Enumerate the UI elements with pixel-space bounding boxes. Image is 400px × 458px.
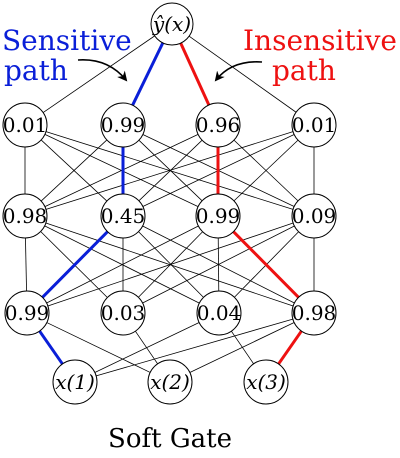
edge xyxy=(46,225,199,304)
edge xyxy=(46,322,151,373)
edge xyxy=(142,225,295,304)
sensitive-arrow xyxy=(77,59,128,82)
layer1-node-1: 0.01 xyxy=(3,113,48,137)
edge xyxy=(40,139,108,202)
output-node: ŷ(x) xyxy=(150,2,194,46)
layer3-node-2: 0.03 xyxy=(101,301,146,325)
sensitive-path-segment xyxy=(38,330,64,365)
network-edges xyxy=(24,35,315,377)
insensitive-label-line1: Insensitive xyxy=(243,24,397,57)
edge xyxy=(94,322,200,373)
sensitive-label-line1: Sensitive xyxy=(2,24,132,57)
sensitive-label-line2: path xyxy=(4,54,68,87)
edge xyxy=(45,131,294,210)
layer-3: 0.99 0.03 0.04 0.98 xyxy=(4,290,337,336)
edge xyxy=(96,318,293,377)
sensitive-path-segment xyxy=(131,42,165,106)
layer3-node-3: 0.04 xyxy=(197,301,242,325)
layer1-node-4: 0.01 xyxy=(292,113,337,137)
layer-1: 0.01 0.99 0.96 0.01 xyxy=(2,102,337,148)
layer-2: 0.98 0.45 0.99 0.09 xyxy=(2,193,337,239)
layer1-node-2: 0.99 xyxy=(101,113,146,137)
input-node-2: x(2) xyxy=(150,370,190,394)
sensitive-path-segment xyxy=(41,230,109,299)
input-node-1: x(1) xyxy=(55,370,95,394)
edge xyxy=(188,35,297,113)
layer2-node-4: 0.09 xyxy=(292,204,337,228)
insensitive-path-segment xyxy=(277,330,303,365)
insensitive-path-segment xyxy=(232,230,300,299)
edge xyxy=(231,330,254,365)
layer2-node-3: 0.99 xyxy=(196,204,241,228)
layer1-node-3: 0.96 xyxy=(196,113,241,137)
layer2-node-2: 0.45 xyxy=(101,204,146,228)
highlighted-paths xyxy=(38,42,303,365)
diagram-caption: Soft Gate xyxy=(108,424,232,454)
edge xyxy=(189,322,295,373)
layer2-node-1: 0.98 xyxy=(3,204,48,228)
output-label: ŷ(x) xyxy=(152,12,191,36)
insensitive-label-line2: path xyxy=(272,54,336,87)
edge xyxy=(233,139,299,202)
layer3-node-1: 0.99 xyxy=(5,301,50,325)
edge xyxy=(135,330,158,365)
edge xyxy=(25,237,27,292)
insensitive-arrow xyxy=(214,61,263,82)
input-node-3: x(3) xyxy=(246,370,286,394)
insensitive-path-segment xyxy=(179,42,211,106)
edge xyxy=(47,222,294,307)
layer3-node-4: 0.98 xyxy=(292,301,337,325)
edge xyxy=(42,35,155,113)
input-layer: x(1) x(2) x(3) xyxy=(52,359,289,405)
